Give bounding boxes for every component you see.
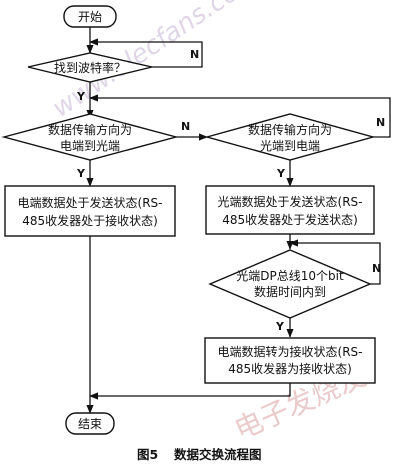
- process-elec-recv: [204, 337, 376, 384]
- label-dir2-no: N: [376, 116, 385, 129]
- edge-dp-no-loop: [289, 239, 381, 285]
- label-dp-yes: Y: [275, 320, 285, 333]
- edge-dir2-no-loop: [89, 94, 391, 138]
- start-terminal: [63, 5, 117, 28]
- dp-line-1: 光端DP总线10个bit: [236, 269, 344, 283]
- end-terminal: [65, 412, 115, 435]
- edge-elecrecv-to-end: [89, 383, 291, 400]
- process-opt-send: [205, 185, 375, 235]
- figure-title: 数据交换流程图: [173, 447, 262, 462]
- label-dir2-yes: Y: [276, 167, 286, 180]
- end-label: 结束: [78, 417, 102, 431]
- label-dp-no: N: [372, 262, 381, 275]
- decision-dir-opt-to-elec: [204, 113, 376, 161]
- figure-number: 图5: [137, 447, 158, 462]
- elec-send-line-2: 485收发器处于接收状态): [22, 213, 158, 228]
- dir2-line-1: 数据传输方向为: [248, 122, 332, 137]
- elec-recv-line-2: 485收发器为接收状态): [228, 361, 352, 376]
- label-dir1-yes: Y: [76, 167, 86, 180]
- dir1-line-1: 数据传输方向为: [48, 122, 132, 137]
- connectors: [86, 27, 391, 414]
- edge-baud-no-loop: [89, 38, 203, 68]
- start-label: 开始: [78, 10, 102, 24]
- opt-send-line-2: 485收发器处于发送状态): [222, 212, 358, 227]
- label-baud-yes: Y: [76, 90, 86, 103]
- elec-send-line-1: 电端数据处于发送状态(RS-: [18, 195, 163, 210]
- opt-send-line-1: 光端数据处于发送状态(RS-: [218, 194, 363, 209]
- dir1-line-2: 电端到光端: [60, 139, 120, 153]
- decision-find-baud: [27, 52, 153, 83]
- process-elec-send: [4, 185, 176, 237]
- elec-recv-line-1: 电端数据转为接收状态(RS-: [218, 344, 363, 359]
- label-dir1-no: N: [181, 120, 190, 133]
- dir2-line-2: 光端到电端: [260, 139, 320, 153]
- decision-dp-bus: [208, 249, 372, 319]
- dp-line-2: 数据时间内到: [254, 284, 326, 299]
- label-baud-no: N: [190, 48, 199, 61]
- find-baud-label: 找到波特率？: [54, 60, 126, 75]
- decision-dir-elec-to-opt: [1, 113, 179, 161]
